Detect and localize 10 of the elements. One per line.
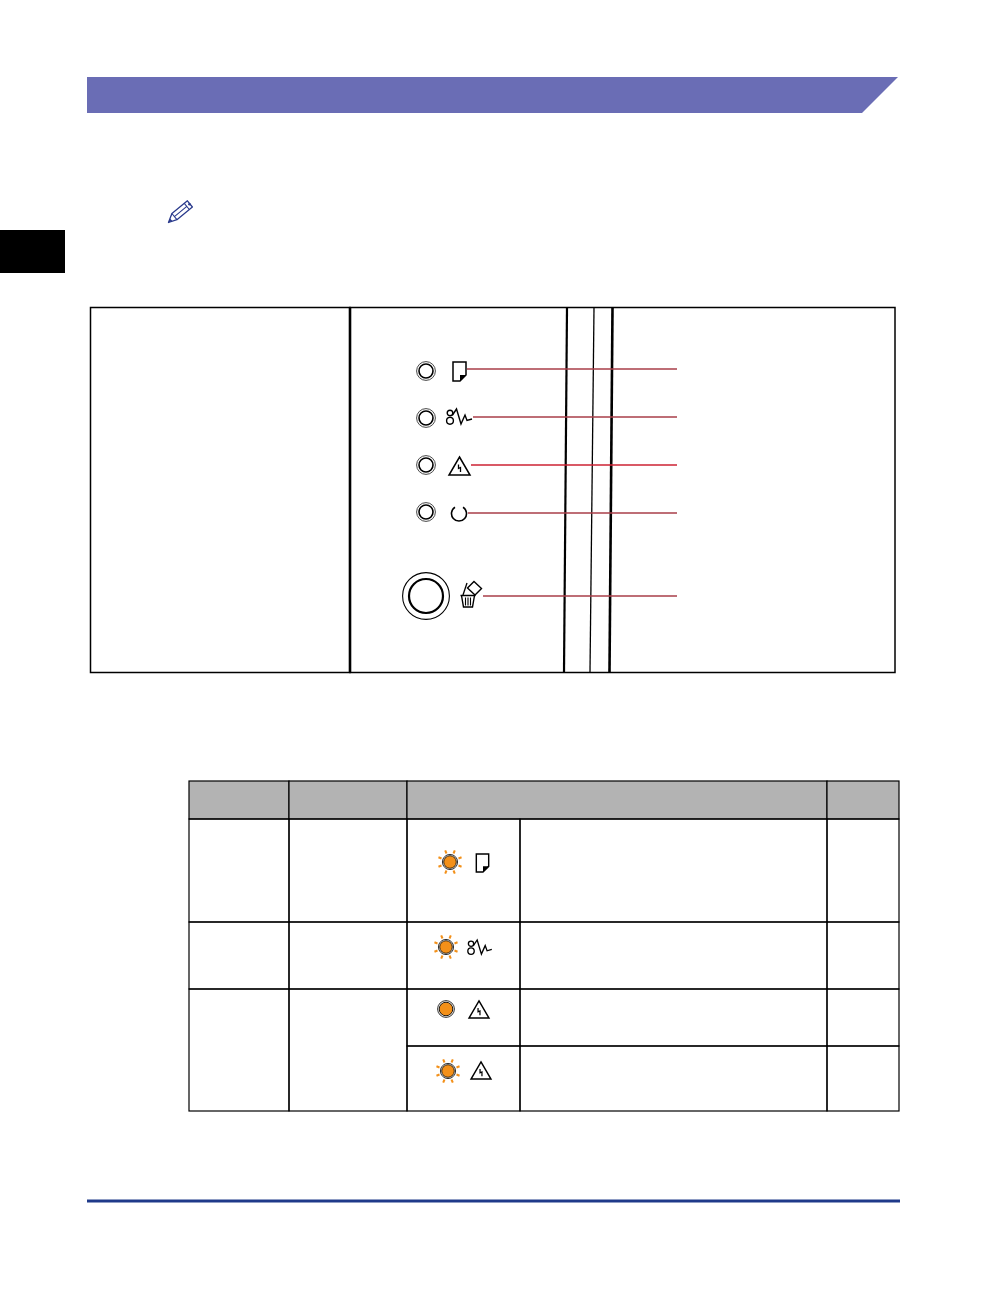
paper-jam-icon (446, 408, 473, 426)
leader-line (466, 368, 678, 370)
leader-line (470, 464, 678, 466)
paper-sheet-icon (452, 361, 467, 382)
warning-icon (448, 456, 471, 476)
leader-line (482, 595, 678, 597)
leader-line (467, 512, 678, 514)
heading-bar (87, 77, 898, 113)
trash-can-icon (459, 580, 483, 608)
leader-line (472, 416, 678, 418)
